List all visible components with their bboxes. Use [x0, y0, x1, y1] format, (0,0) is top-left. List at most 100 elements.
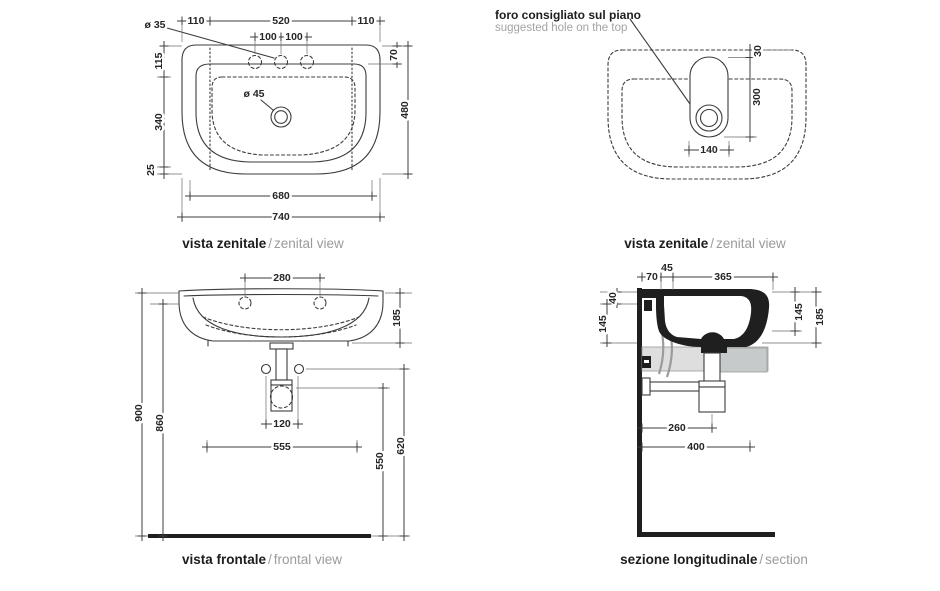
- svg-text:140: 140: [700, 144, 718, 156]
- annotation-italian: foro consigliato sul piano: [495, 8, 642, 22]
- svg-text:70: 70: [646, 271, 658, 283]
- dim-hole-position: 30 300 140: [684, 43, 767, 159]
- bowl-hidden-curve-1: [202, 316, 360, 331]
- base-feet-ticks: [207, 340, 349, 347]
- caption-zenital-left: vista zenitale/zenital view: [182, 236, 344, 251]
- trap-body: [270, 384, 293, 412]
- dim-hole-spacing: 280: [240, 270, 325, 287]
- basin-rim-line: [183, 293, 379, 297]
- drain-flange: [269, 342, 294, 350]
- caption-italian: vista frontale: [181, 552, 266, 567]
- caption-english: zenital view: [716, 236, 786, 251]
- basin-outer-outline: [181, 44, 381, 175]
- svg-text:555: 555: [273, 441, 291, 453]
- svg-text:100: 100: [259, 31, 277, 43]
- svg-text:860: 860: [154, 414, 166, 432]
- caption-italian: sezione longitudinale: [620, 552, 758, 567]
- mounting-hole-left: [260, 363, 272, 375]
- wall-valve-slot: [644, 360, 649, 363]
- svg-text:115: 115: [153, 52, 165, 69]
- suggested-hole-pill: [689, 56, 729, 138]
- view-section: 70 45 365 40 145 145 185 260: [595, 260, 829, 537]
- caption-english: frontal view: [273, 552, 343, 567]
- svg-text:365: 365: [714, 271, 732, 283]
- bowl-hidden-curve-2: [205, 324, 357, 338]
- dim-right-heights: 145 185: [790, 287, 829, 348]
- basin-outline-dashed: [607, 49, 807, 180]
- svg-text:145: 145: [793, 303, 805, 321]
- floor: [637, 532, 775, 537]
- svg-text:145: 145: [597, 315, 609, 333]
- faucet-hole-center: [273, 54, 289, 70]
- faucet-hole-left: [247, 54, 263, 70]
- leader-hole45: [260, 99, 274, 111]
- faucet-hole-right: [299, 54, 315, 70]
- svg-text:680: 680: [272, 190, 290, 202]
- basin-front-outline: [178, 288, 384, 342]
- caption-zenital-right: vista zenitale/zenital view: [624, 236, 786, 251]
- drain-tailpipe: [275, 348, 288, 381]
- dim-top-depths: 70 45 365: [637, 260, 778, 286]
- svg-text:45: 45: [661, 262, 673, 274]
- caption-english: section: [765, 552, 808, 567]
- svg-text:110: 110: [188, 15, 205, 27]
- label-hole35: ø 35: [144, 19, 165, 31]
- dim-left-heights: 40 145: [595, 288, 622, 347]
- view-zenital-right: 30 300 140: [607, 18, 807, 180]
- svg-text:550: 550: [374, 452, 386, 470]
- hidden-hole-left: [238, 296, 252, 310]
- dim-right-depths: 70 480: [386, 41, 414, 179]
- drain-hole-inner: [274, 110, 288, 124]
- caption-english: zenital view: [274, 236, 344, 251]
- rear-fixing-bracket: [644, 300, 652, 311]
- caption-separator: /: [759, 552, 764, 567]
- label-hole45: ø 45: [243, 88, 264, 100]
- annotation-suggested-hole: foro consigliato sul piano suggested hol…: [495, 8, 641, 34]
- svg-text:480: 480: [399, 101, 411, 119]
- dim-bottom-widths: 680 740: [177, 188, 385, 226]
- caption-section: sezione longitudinale/section: [620, 552, 808, 567]
- dim-basin-height: 185: [389, 288, 406, 348]
- drain-hole-outer: [270, 106, 292, 128]
- dim-fixing-spacing: 120: [261, 416, 303, 433]
- floor-line: [148, 534, 371, 538]
- caption-separator: /: [267, 552, 272, 567]
- drain-hole-outer: [695, 104, 723, 132]
- svg-text:70: 70: [388, 49, 400, 61]
- svg-text:100: 100: [285, 31, 303, 43]
- caption-italian: vista zenitale: [182, 236, 267, 251]
- dim-width-555: 555: [202, 439, 362, 456]
- tangent-reference-lines: [209, 47, 353, 172]
- svg-text:185: 185: [391, 309, 403, 327]
- basin-bowl-dashed: [211, 76, 356, 156]
- wall: [637, 288, 642, 535]
- caption-separator: /: [710, 236, 715, 251]
- dim-height-860: 860: [152, 299, 169, 541]
- annotation-english: suggested hole on the top: [495, 22, 628, 34]
- dim-height-900: 900: [131, 288, 148, 541]
- caption-italian: vista zenitale: [624, 236, 709, 251]
- svg-text:620: 620: [395, 437, 407, 455]
- basin-section-interior: [664, 296, 752, 339]
- trap-flange: [270, 379, 293, 386]
- dim-height-550: 550: [372, 383, 389, 541]
- caption-separator: /: [268, 236, 273, 251]
- svg-text:30: 30: [752, 45, 764, 57]
- svg-text:110: 110: [358, 15, 375, 27]
- svg-text:40: 40: [607, 292, 619, 304]
- svg-text:280: 280: [273, 272, 291, 284]
- view-frontal: 280 185 900 860 120 555: [131, 270, 412, 541]
- svg-text:340: 340: [153, 113, 165, 131]
- dim-depth-260: 260: [637, 420, 717, 437]
- svg-text:25: 25: [145, 164, 157, 176]
- view-zenital-left: ø 35 ø 45 110 520 110 100 100 115 340 25…: [142, 13, 414, 226]
- caption-frontal: vista frontale/frontal view: [182, 552, 342, 567]
- svg-text:740: 740: [272, 211, 290, 223]
- basin-rim-dashed: [621, 78, 793, 168]
- trap-hidden-circle: [269, 385, 294, 409]
- dim-left-depths: 115 340 25: [143, 41, 169, 179]
- svg-text:120: 120: [273, 418, 291, 430]
- mounting-hole-right: [293, 363, 305, 375]
